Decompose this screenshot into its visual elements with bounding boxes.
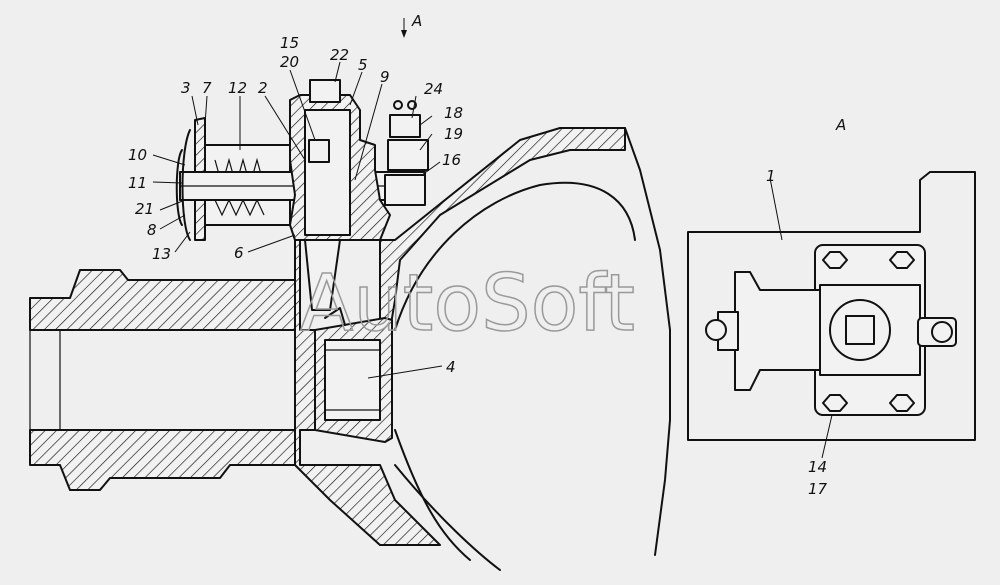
view-a-title: A (835, 116, 846, 134)
leader-lines (152, 61, 833, 459)
callout-7: 7 (202, 79, 212, 97)
arrow-head-icon (401, 30, 407, 38)
view-a-bracket (705, 244, 957, 416)
view-arrow (401, 18, 407, 38)
callout-21: 21 (135, 200, 154, 218)
callout-10: 10 (128, 146, 147, 164)
callout-8: 8 (147, 221, 157, 239)
view-a-housing (687, 171, 976, 441)
bolt-heads-14 (822, 251, 915, 412)
callout-16: 16 (442, 151, 461, 169)
callout-13: 13 (152, 245, 171, 263)
lever-and-shaft (175, 79, 429, 311)
callout-11: 11 (128, 174, 147, 192)
callout-labels: 1 2 3 4 5 6 7 8 9 10 11 12 13 14 15 16 1… (128, 34, 828, 498)
bushing-4 (314, 307, 393, 443)
callout-6: 6 (234, 244, 244, 262)
callout-17: 17 (808, 480, 828, 498)
callout-1: 1 (766, 167, 776, 185)
callout-2: 2 (258, 79, 268, 97)
callout-18: 18 (444, 104, 463, 122)
callout-24: 24 (424, 80, 443, 98)
callout-20: 20 (280, 53, 299, 71)
callout-12: 12 (228, 79, 247, 97)
callout-15: 15 (280, 34, 299, 52)
callout-3: 3 (181, 79, 191, 97)
callout-22: 22 (330, 46, 349, 64)
callout-19: 19 (444, 125, 463, 143)
view-arrow-label: A (411, 12, 422, 30)
axle-housing-section (29, 127, 671, 571)
callout-9: 9 (380, 68, 390, 86)
callout-5: 5 (358, 56, 368, 74)
watermark: AutoSoft (300, 259, 635, 349)
callout-14: 14 (808, 458, 827, 476)
callout-4: 4 (446, 358, 456, 376)
